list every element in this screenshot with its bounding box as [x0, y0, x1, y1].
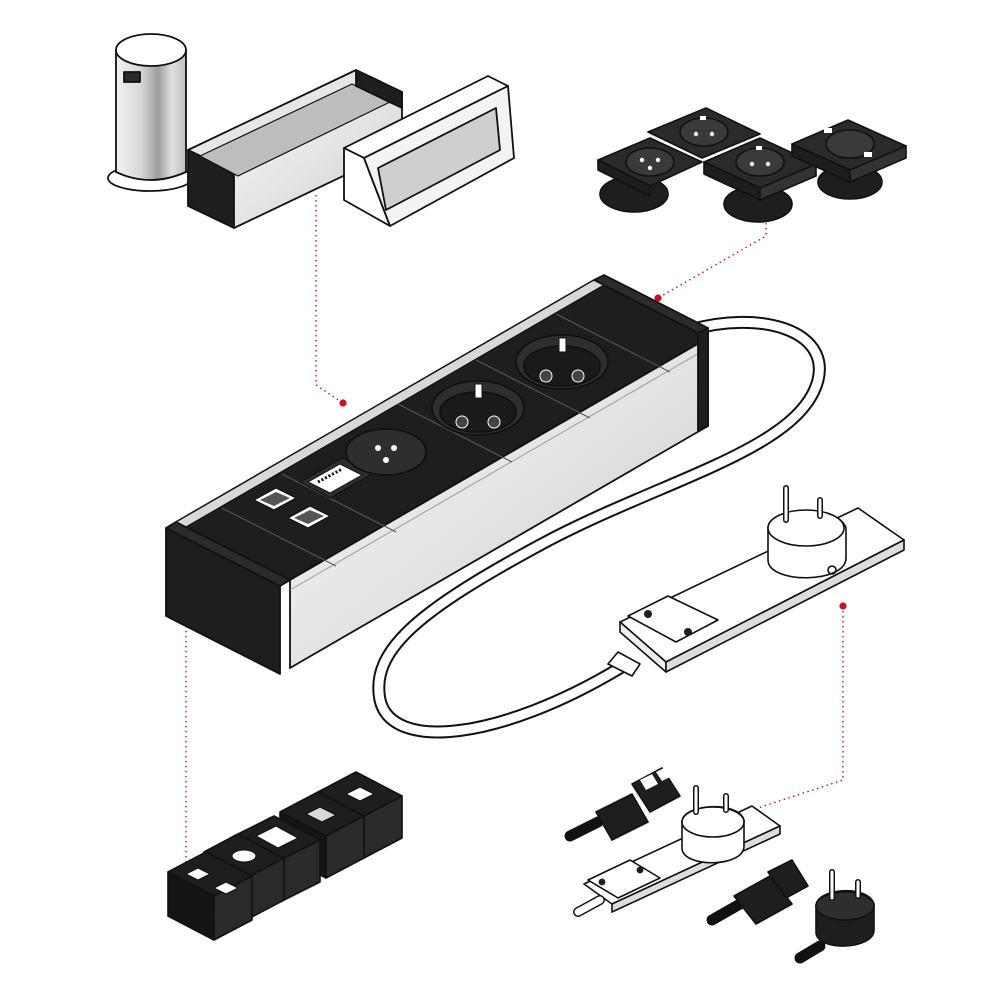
connection-plugs-group: [564, 767, 875, 964]
schuko-plug-plate: [607, 485, 905, 677]
leader-dot-sockets: [654, 294, 662, 302]
schuko-socket-icon: [647, 107, 761, 159]
schuko-socket-icon: [515, 334, 609, 390]
socket-inserts-group: [597, 107, 907, 223]
plug-plate-small: [573, 785, 781, 917]
leader-line-mounting: [315, 195, 344, 404]
leader-dot-mounting: [339, 399, 347, 407]
network-port-icon: [253, 487, 297, 511]
strip-module-dividers: [221, 313, 671, 567]
data-modules-group: [167, 771, 403, 941]
schuko-socket-icon: [703, 137, 817, 223]
swiss-socket-icon: [345, 428, 427, 476]
french-socket-icon: [791, 119, 907, 200]
desk-housing-icon: [343, 75, 515, 227]
swiss-socket-icon: [597, 137, 703, 213]
schuko-socket-icon: [431, 380, 525, 436]
leader-line-plugs: [751, 606, 844, 811]
plug-icon: [767, 485, 847, 579]
aluminium-tray-icon: [187, 69, 403, 229]
network-port-icon: [287, 505, 331, 529]
network-port-icon: [167, 851, 253, 941]
leader-line-sockets: [657, 218, 767, 299]
gst-connector-icon: [564, 767, 681, 842]
power-strip: [165, 274, 709, 675]
gst-connector-icon: [706, 859, 809, 926]
pop-up-cylinder-icon: [107, 33, 193, 192]
power-cable: [372, 315, 826, 739]
dvi-port-icon: [299, 457, 373, 499]
leader-dot-plugs: [839, 602, 847, 610]
mounting-options-group: [107, 33, 515, 229]
plug-icon: [794, 869, 875, 964]
